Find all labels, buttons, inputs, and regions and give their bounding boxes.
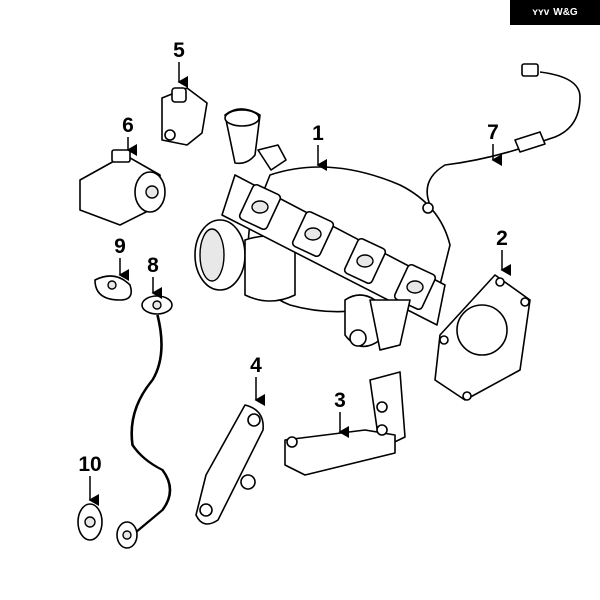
callout-5: 5: [173, 39, 188, 88]
part-10-gasket[interactable]: [77, 503, 103, 541]
callout-3: 3: [334, 389, 349, 438]
callout-label: 10: [78, 453, 101, 476]
part-1-turbocharger[interactable]: [194, 108, 451, 351]
part-2-gasket[interactable]: [434, 274, 531, 401]
callout-4: 4: [250, 354, 265, 406]
callout-label: 2: [496, 227, 508, 250]
callout-1: 1: [312, 122, 327, 171]
callout-10: 10: [78, 453, 102, 506]
callout-6: 6: [122, 114, 137, 156]
part-5-solenoid[interactable]: [161, 87, 208, 146]
callout-label: 5: [173, 39, 185, 62]
callout-label: 8: [147, 254, 159, 277]
callout-2: 2: [496, 227, 511, 276]
callout-label: 3: [334, 389, 346, 412]
callout-8: 8: [147, 254, 162, 299]
part-9-gasket[interactable]: [94, 275, 133, 301]
part-3-bracket[interactable]: [284, 371, 406, 476]
part-4-support[interactable]: [195, 404, 264, 525]
callout-label: 6: [122, 114, 134, 137]
part-8-oil-line[interactable]: [116, 295, 173, 549]
callout-label: 7: [487, 121, 499, 144]
logo-mark: ʏʏv: [532, 7, 550, 18]
callout-9: 9: [114, 235, 129, 281]
callout-label: 4: [250, 354, 262, 377]
brand-logo: ʏʏv W&G: [510, 0, 600, 25]
callout-label: 9: [114, 235, 126, 258]
callout-7: 7: [487, 121, 502, 166]
callout-label: 1: [312, 122, 324, 145]
part-6-actuator[interactable]: [79, 149, 166, 226]
logo-text: W&G: [553, 7, 578, 18]
part-7-sensor-wire[interactable]: [422, 63, 581, 214]
